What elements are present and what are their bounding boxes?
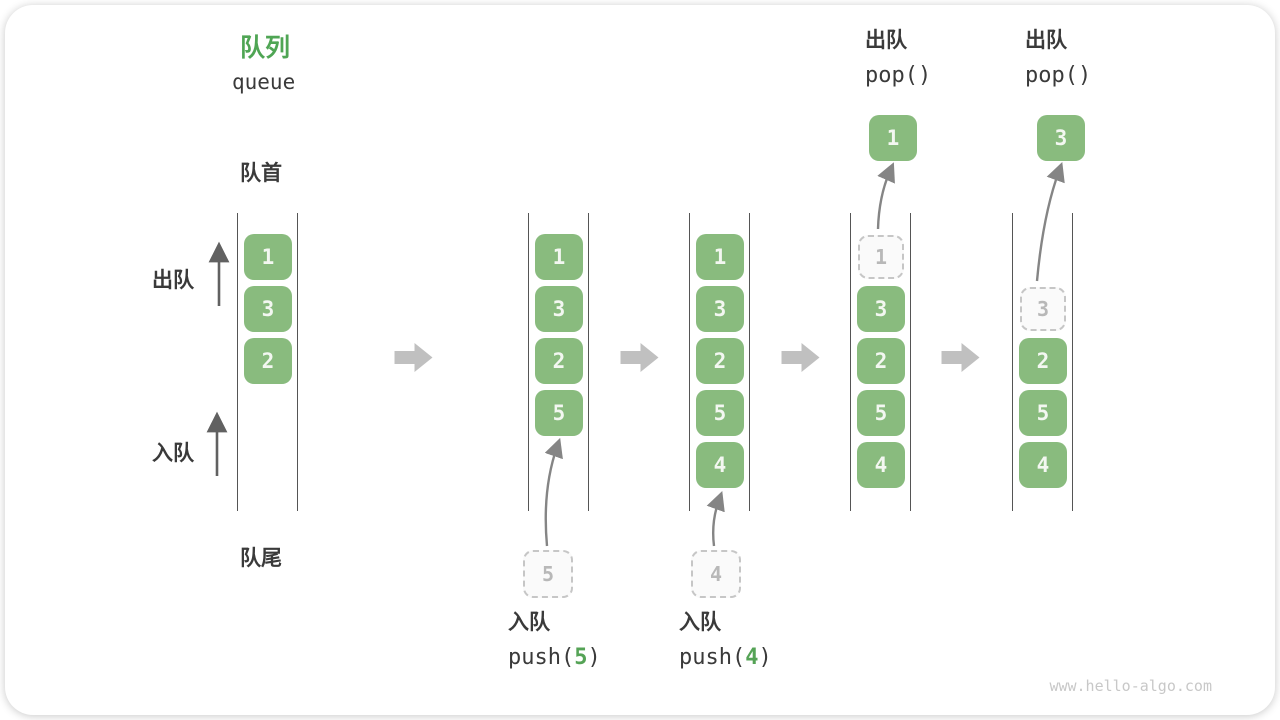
queue-element: 3 xyxy=(535,286,583,332)
ghost-element: 3 xyxy=(1020,287,1066,331)
popped-element: 1 xyxy=(869,115,917,161)
push5-code: push(5) xyxy=(508,645,601,670)
dequeue-label: 出队 xyxy=(152,269,194,292)
queue-element: 3 xyxy=(857,286,905,332)
page-title: 队列 xyxy=(240,34,291,62)
queue-element: 1 xyxy=(696,234,744,280)
queue-element: 1 xyxy=(244,234,292,280)
watermark: www.hello-algo.com xyxy=(1049,677,1212,695)
popped-element: 3 xyxy=(1037,115,1085,161)
queue-element: 1 xyxy=(535,234,583,280)
queue-walls-state3 xyxy=(689,213,750,511)
pop2-operation-label: 出队 pop() xyxy=(1025,30,1091,87)
queue-element: 2 xyxy=(244,338,292,384)
queue-element: 5 xyxy=(535,390,583,436)
queue-element: 4 xyxy=(696,442,744,488)
ghost-element: 1 xyxy=(858,235,904,279)
page-subtitle: queue xyxy=(232,70,296,94)
queue-element: 5 xyxy=(1019,390,1067,436)
queue-element: 2 xyxy=(535,338,583,384)
pop1-code: pop() xyxy=(865,63,932,88)
pop1-operation-label: 出队 pop() xyxy=(865,30,931,87)
push4-operation-label: 入队 push(4) xyxy=(679,612,772,669)
queue-walls-state1 xyxy=(237,213,298,511)
push4-code: push(4) xyxy=(679,645,772,670)
queue-element: 2 xyxy=(696,338,744,384)
rear-label: 队尾 xyxy=(240,547,282,570)
queue-element: 3 xyxy=(696,286,744,332)
dequeue-op-label: 出队 xyxy=(1025,29,1067,52)
queue-element: 5 xyxy=(696,390,744,436)
staged-element: 5 xyxy=(523,550,573,598)
staged-element: 4 xyxy=(691,550,741,598)
queue-walls-state2 xyxy=(528,213,589,511)
queue-element: 2 xyxy=(857,338,905,384)
enqueue-label: 入队 xyxy=(152,442,194,465)
enqueue-op-label: 入队 xyxy=(508,611,550,634)
pop2-code: pop() xyxy=(1025,63,1092,88)
queue-element: 2 xyxy=(1019,338,1067,384)
queue-walls-state4 xyxy=(850,213,911,511)
queue-element: 4 xyxy=(857,442,905,488)
dequeue-op-label: 出队 xyxy=(865,29,907,52)
queue-walls-state5 xyxy=(1012,213,1073,511)
queue-element: 5 xyxy=(857,390,905,436)
diagram-card xyxy=(5,5,1275,715)
queue-element: 3 xyxy=(244,286,292,332)
enqueue-op-label: 入队 xyxy=(679,611,721,634)
queue-element: 4 xyxy=(1019,442,1067,488)
front-label: 队首 xyxy=(240,162,282,185)
push5-operation-label: 入队 push(5) xyxy=(508,612,601,669)
